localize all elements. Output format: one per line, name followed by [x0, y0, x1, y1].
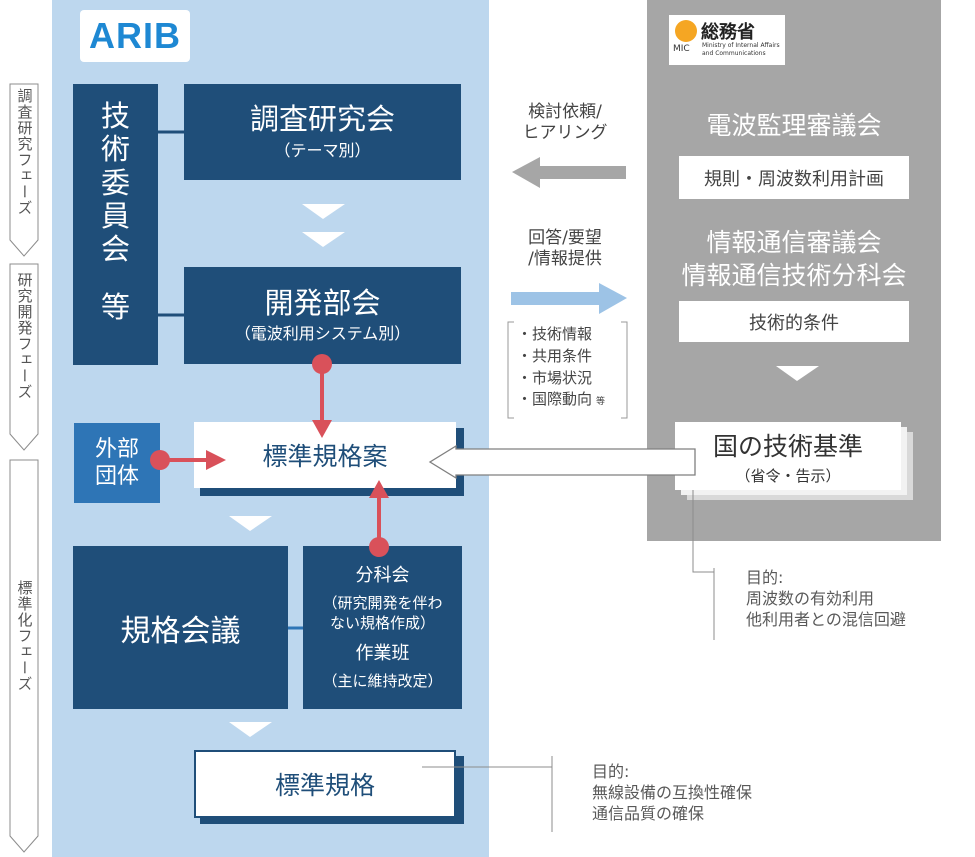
- ict-tech-subcommittee-title: 情報通信技術分科会: [681, 261, 907, 290]
- phase-research: 調査研究フェーズ: [15, 88, 34, 216]
- technical-conditions-box: 技術的条件: [679, 301, 909, 342]
- arib-purpose: 目的: 無線設備の互換性確保 通信品質の確保: [592, 762, 753, 823]
- standards-council-box: 規格会議: [73, 546, 288, 709]
- national-technical-standard-box: 国の技術基準 （省令・告示）: [675, 422, 901, 490]
- standard-box: 標準規格: [194, 750, 456, 818]
- reflect-label: 反映: [552, 451, 583, 469]
- radio-council-title: 電波監理審議会: [706, 111, 882, 140]
- external-organization-box: 外部 団体: [74, 423, 160, 503]
- radio-council-rules-box: 規則・周波数利用計画: [679, 156, 909, 199]
- ict-council-title: 情報通信審議会: [706, 228, 882, 257]
- request-label: 検討依頼/ ヒアリング: [522, 102, 608, 144]
- info-items-list: ・技術情報 ・共用条件 ・市場状況 ・国際動向等: [517, 325, 606, 409]
- phase-standardization: 標準化フェーズ: [15, 580, 34, 692]
- mic-purpose: 目的: 周波数の有効利用 他利用者との混信回避: [746, 568, 906, 629]
- draft-standard-box: 標準規格案: [194, 422, 456, 488]
- answer-label: 回答/要望 /情報提供: [528, 228, 602, 270]
- arib-logo: ARIB: [80, 10, 190, 62]
- request-arrow-shaft: [540, 166, 626, 179]
- development-group-box: 開発部会 （電波利用システム別）: [184, 267, 461, 364]
- request-arrow-head: [512, 157, 540, 188]
- mic-logo: MIC 総務省 Ministry of Internal Affairs and…: [669, 15, 785, 65]
- research-group-box: 調査研究会 （テーマ別）: [184, 84, 461, 180]
- subcommittee-box: 分科会 （研究開発を伴わ ない規格作成） 作業班 （主に維持改定）: [303, 546, 462, 709]
- technical-committee-box: 技 術 委 員 会 等: [73, 84, 158, 365]
- phase-development: 研究開発フェーズ: [15, 272, 34, 400]
- mic-emblem-icon: [675, 20, 697, 42]
- answer-arrow-shaft: [511, 292, 599, 305]
- answer-arrow-head: [599, 283, 627, 314]
